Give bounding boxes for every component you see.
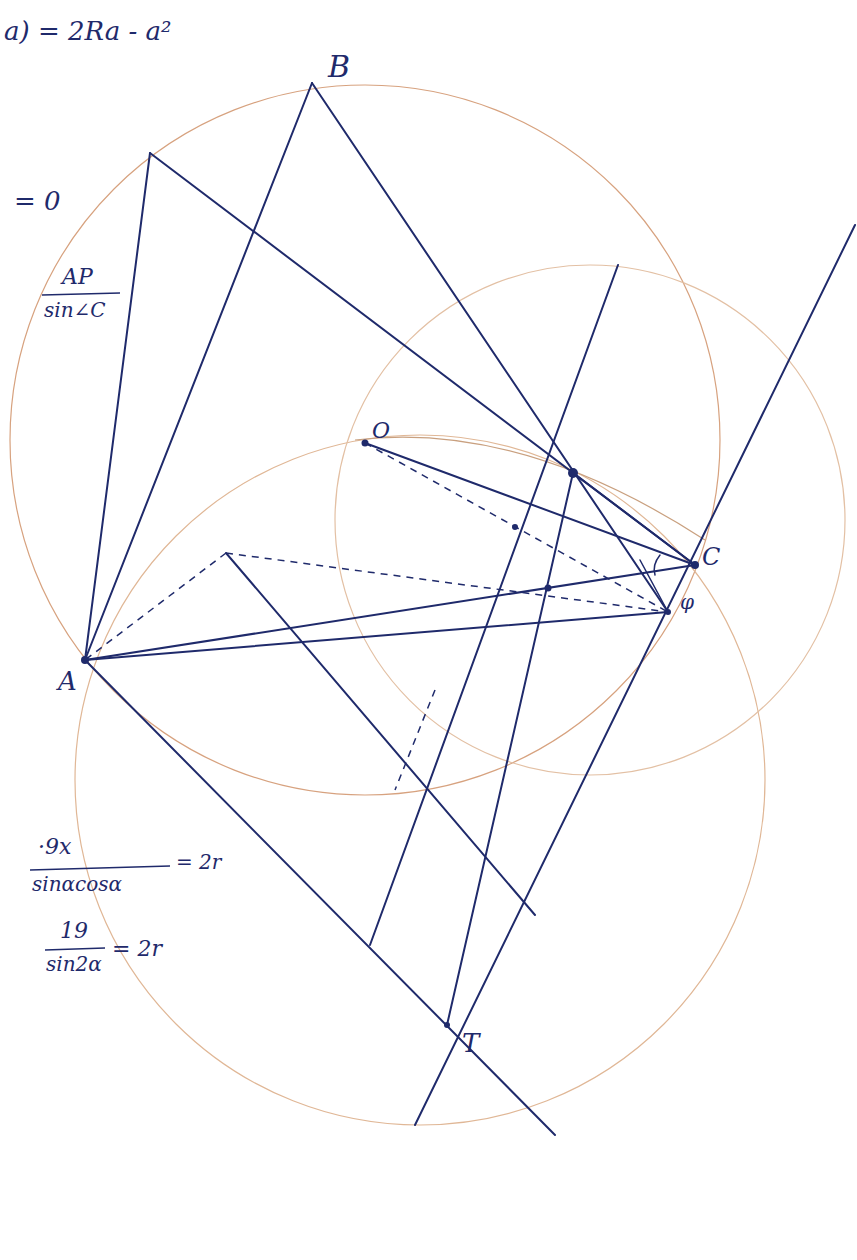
handwritten-note: sin2α <box>46 954 102 974</box>
point-label: O <box>372 420 390 442</box>
construction-lines <box>85 83 855 1135</box>
point-label: T <box>462 1030 479 1056</box>
point-label: A <box>58 668 77 694</box>
point-label: C <box>702 545 720 569</box>
handwritten-note: AP <box>62 266 93 288</box>
handwritten-note: 19 <box>60 920 88 942</box>
fraction-bars <box>30 293 170 950</box>
points <box>81 440 699 1029</box>
pencil-circles <box>10 85 845 1125</box>
handwritten-note: sin∠C <box>44 300 106 320</box>
point-label: B <box>328 52 350 82</box>
handwritten-note: sinαcosα <box>32 874 122 894</box>
point-label: φ <box>680 592 694 612</box>
handwritten-note: a) = 2Ra - a² <box>4 18 171 44</box>
handwritten-note: = 2r <box>176 852 221 872</box>
handwritten-note: = 0 <box>14 188 61 214</box>
handwritten-note: = 2r <box>112 938 162 960</box>
handwritten-note: ·9x <box>38 836 71 858</box>
dashed-lines <box>85 443 668 790</box>
